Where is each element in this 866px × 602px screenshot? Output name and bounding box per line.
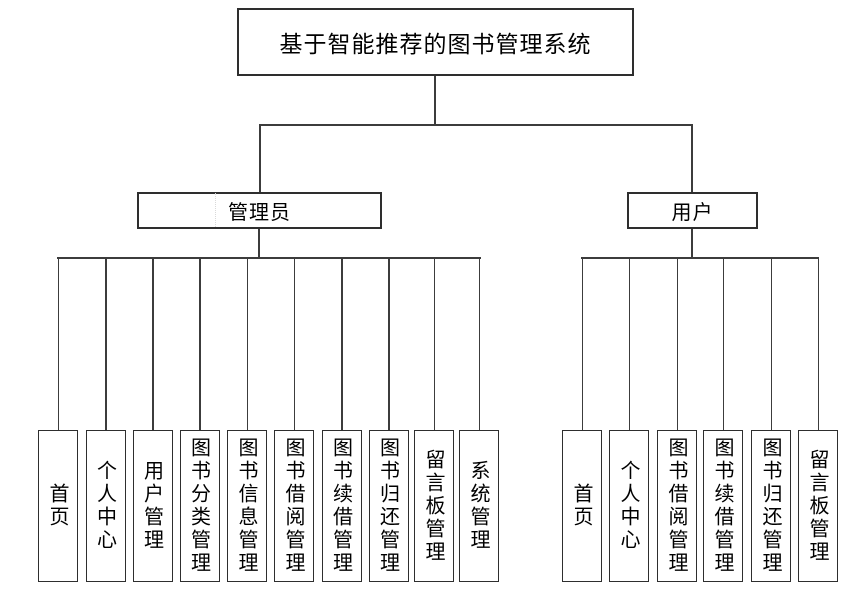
connector-leaf-drop	[152, 257, 154, 430]
connector-admin-trunk	[258, 229, 260, 257]
leaf-node-label: 图书借阅管理	[282, 437, 306, 575]
branch-node-admin-label: 管理员	[228, 200, 291, 224]
leaf-node-label: 图书归还管理	[759, 437, 783, 575]
connector-leaf-drop	[817, 257, 819, 430]
connector-leaf-drop	[105, 257, 107, 430]
root-node-box: 基于智能推荐的图书管理系统	[237, 8, 634, 76]
connector-leaf-drop	[676, 257, 678, 430]
leaf-node-label: 留言板管理	[422, 448, 446, 564]
leaf-node-label: 留言板管理	[806, 448, 830, 564]
connector-leaf-drop	[388, 257, 390, 430]
leaf-node-box: 图书归还管理	[751, 430, 791, 582]
leaf-node-label: 用户管理	[140, 460, 165, 552]
connector-leaf-drop	[293, 257, 295, 430]
leaf-node-label: 首页	[570, 483, 594, 529]
leaf-node-box: 图书归还管理	[368, 430, 409, 582]
leaf-node-box: 系统管理	[459, 430, 499, 582]
branch-node-user-label: 用户	[671, 200, 714, 224]
connector-leaf-drop	[433, 257, 435, 430]
leaf-node-label: 首页	[46, 483, 70, 529]
leaf-node-label: 系统管理	[467, 460, 491, 552]
leaf-node-box: 图书续借管理	[321, 430, 362, 582]
leaf-node-box: 图书续借管理	[703, 430, 743, 582]
leaf-node-box: 留言板管理	[414, 430, 454, 582]
leaf-node-box: 个人中心	[609, 430, 649, 582]
leaf-node-box: 图书分类管理	[179, 430, 220, 582]
branch-node-admin: 管理员	[137, 192, 382, 229]
connector-leaf-drop	[246, 257, 248, 430]
connector-leaf-drop	[581, 257, 583, 430]
leaf-node-box: 留言板管理	[798, 430, 838, 582]
connector-leaf-drop	[199, 257, 201, 430]
leaf-node-label: 图书分类管理	[187, 437, 212, 575]
connector-leaf-drop	[57, 257, 59, 430]
leaf-node-box: 图书借阅管理	[274, 430, 314, 582]
connector-drop-user	[691, 124, 693, 192]
leaf-node-label: 图书信息管理	[235, 437, 259, 575]
leaf-node-label: 个人中心	[93, 460, 118, 552]
leaf-node-box: 个人中心	[85, 430, 126, 582]
leaf-node-box: 用户管理	[132, 430, 173, 582]
connector-admin-bar	[57, 257, 481, 259]
leaf-node-label: 图书续借管理	[711, 437, 735, 575]
connector-leaf-drop	[341, 257, 343, 430]
leaf-node-box: 首页	[38, 430, 78, 582]
leaf-node-box: 图书信息管理	[227, 430, 267, 582]
connector-leaf-drop	[478, 257, 480, 430]
leaf-node-label: 图书借阅管理	[665, 437, 689, 575]
leaf-node-label: 图书续借管理	[329, 437, 354, 575]
leaf-node-box: 图书借阅管理	[657, 430, 697, 582]
connector-user-trunk	[691, 229, 693, 257]
connector-leaf-drop	[770, 257, 772, 430]
branch-node-user: 用户	[627, 192, 758, 229]
connector-branch-bar	[259, 124, 693, 126]
connector-leaf-drop	[722, 257, 724, 430]
connector-drop-admin	[259, 124, 261, 192]
connector-root-trunk	[434, 76, 436, 124]
root-node-label: 基于智能推荐的图书管理系统	[279, 32, 592, 58]
gridline-artifact	[215, 193, 216, 227]
connector-leaf-drop	[628, 257, 630, 430]
connector-user-bar	[581, 257, 819, 259]
leaf-node-box: 首页	[562, 430, 602, 582]
leaf-node-label: 图书归还管理	[376, 437, 401, 575]
leaf-node-label: 个人中心	[617, 460, 641, 552]
